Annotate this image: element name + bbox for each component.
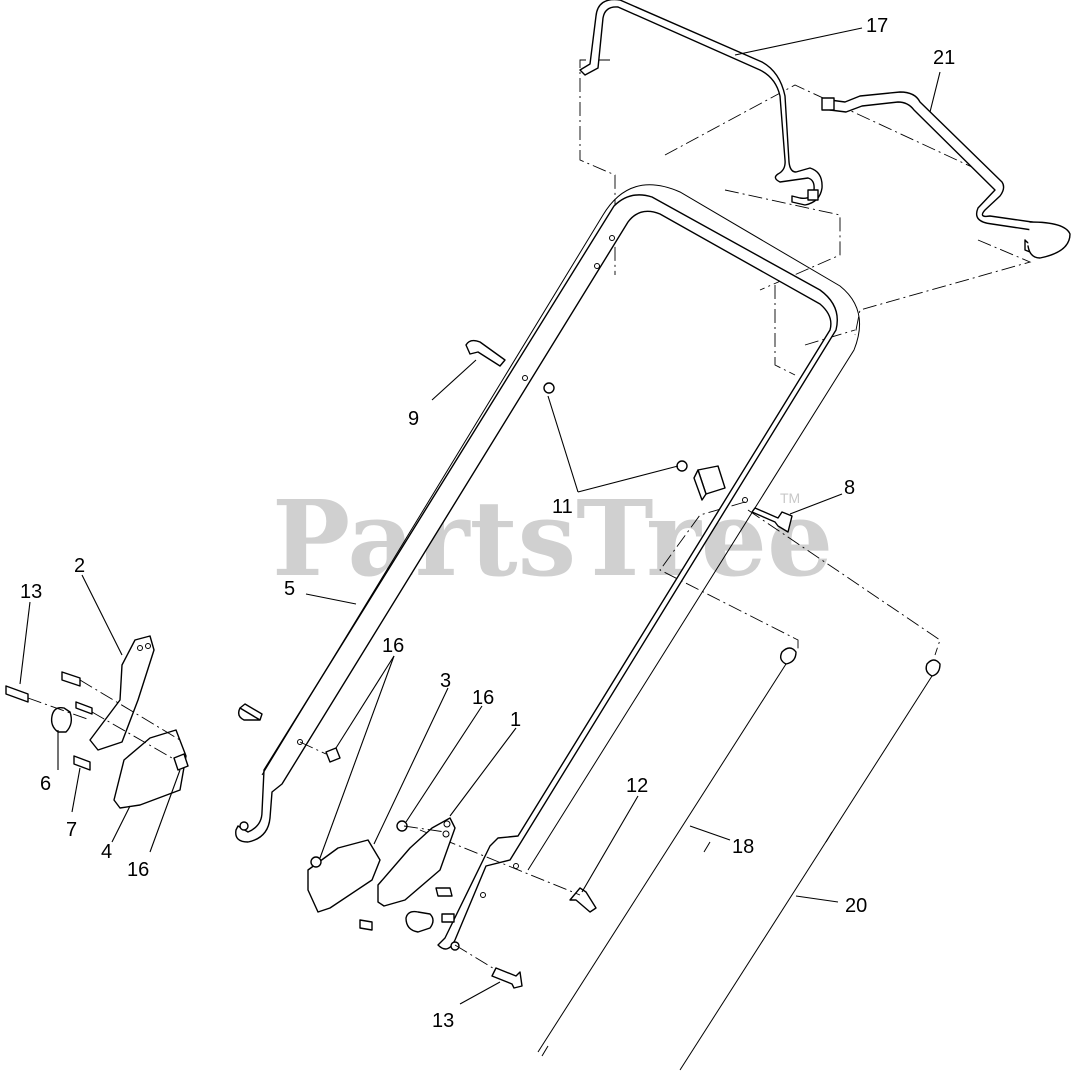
cable-guide-lines: [659, 501, 941, 656]
handle-hole: [239, 821, 249, 831]
bolt-left-a: [61, 671, 81, 687]
upper-guide-planes: [579, 59, 1032, 376]
bolt-12: [569, 887, 597, 913]
bolt-13b-guide: [454, 944, 497, 971]
callout-20: 20: [845, 895, 867, 917]
callout-16-top: 16: [382, 635, 404, 657]
bolt-8: [751, 507, 793, 533]
bolt-7: [73, 755, 91, 771]
callout-13-left: 13: [20, 581, 42, 603]
handle-hole-4: [742, 497, 748, 503]
nut-11b: [676, 460, 688, 472]
bracket-2: [89, 635, 155, 751]
handle-hole-2: [450, 941, 460, 951]
callout-3: 3: [440, 670, 451, 692]
handle-hole-6: [513, 863, 519, 869]
callout-4: 4: [101, 841, 112, 863]
nut-right-c: [359, 919, 373, 931]
nut-16a: [173, 753, 189, 771]
callout-17: 17: [866, 15, 888, 37]
bail-loop: [1027, 221, 1071, 259]
nut-11a: [543, 382, 555, 394]
bolt-13b: [491, 967, 523, 989]
handle-outline: [261, 184, 861, 871]
callout-16-left: 16: [127, 859, 149, 881]
bolt-handle: [237, 703, 263, 721]
nut-16c: [310, 856, 322, 868]
bail-end-fitting-2: [807, 189, 819, 201]
callout-18: 18: [732, 836, 754, 858]
bolt-13a: [5, 685, 29, 703]
handle-mount-hole: [609, 235, 615, 241]
callout-9: 9: [408, 408, 419, 430]
spacer-6: [50, 706, 73, 733]
callout-1: 1: [510, 709, 521, 731]
handle-hole-5: [297, 739, 303, 745]
clip-9: [465, 339, 506, 367]
plate-4: [113, 729, 187, 809]
callout-6: 6: [40, 773, 51, 795]
cable-18-sleeve: [703, 841, 711, 853]
cable-end-20: [925, 659, 941, 677]
left-guide-3: [91, 711, 173, 759]
watermark-trademark: TM: [780, 490, 800, 506]
handle-5: [235, 194, 838, 950]
callout-5: 5: [284, 578, 295, 600]
spacer-right: [405, 910, 434, 933]
nut-16-handle: [325, 747, 341, 763]
bracket-1-hole: [443, 820, 451, 828]
nut-16-guide: [299, 741, 327, 755]
control-bail-17: [579, 0, 823, 206]
callout-7: 7: [66, 819, 77, 841]
cable-18: [537, 663, 787, 1053]
bracket-3: [307, 839, 381, 913]
cable-20-sleeve: [825, 831, 833, 843]
bolt-left-b: [75, 701, 93, 715]
bracket-2-hole: [137, 645, 143, 651]
left-guide-2: [79, 679, 181, 741]
callout-12: 12: [626, 775, 648, 797]
cable-end-18: [779, 647, 797, 665]
bail-end-fitting: [821, 97, 835, 111]
cable-18-end: [541, 1045, 549, 1057]
callout-13-bottom: 13: [432, 1010, 454, 1032]
watermark-text: PartsTree: [272, 477, 833, 600]
callout-2: 2: [74, 555, 85, 577]
handle-hole-3: [522, 375, 528, 381]
cable-20: [679, 675, 933, 1071]
bracket-1-hole-2: [442, 830, 450, 838]
bolt-right-b: [441, 913, 455, 923]
cable-bracket-side: [693, 469, 707, 501]
handle-hole-7: [480, 892, 486, 898]
callout-21: 21: [933, 47, 955, 69]
callout-8: 8: [844, 477, 855, 499]
bracket-1: [377, 817, 456, 907]
bracket-2-hole-2: [145, 643, 151, 649]
handle-mount-hole-2: [594, 263, 600, 269]
callout-16-mid: 16: [472, 687, 494, 709]
bracket-guide: [403, 825, 446, 833]
left-guide-1: [27, 697, 91, 721]
callout-11: 11: [552, 496, 573, 518]
bolt-right-a: [435, 887, 453, 897]
leader-lines: [19, 27, 941, 1005]
